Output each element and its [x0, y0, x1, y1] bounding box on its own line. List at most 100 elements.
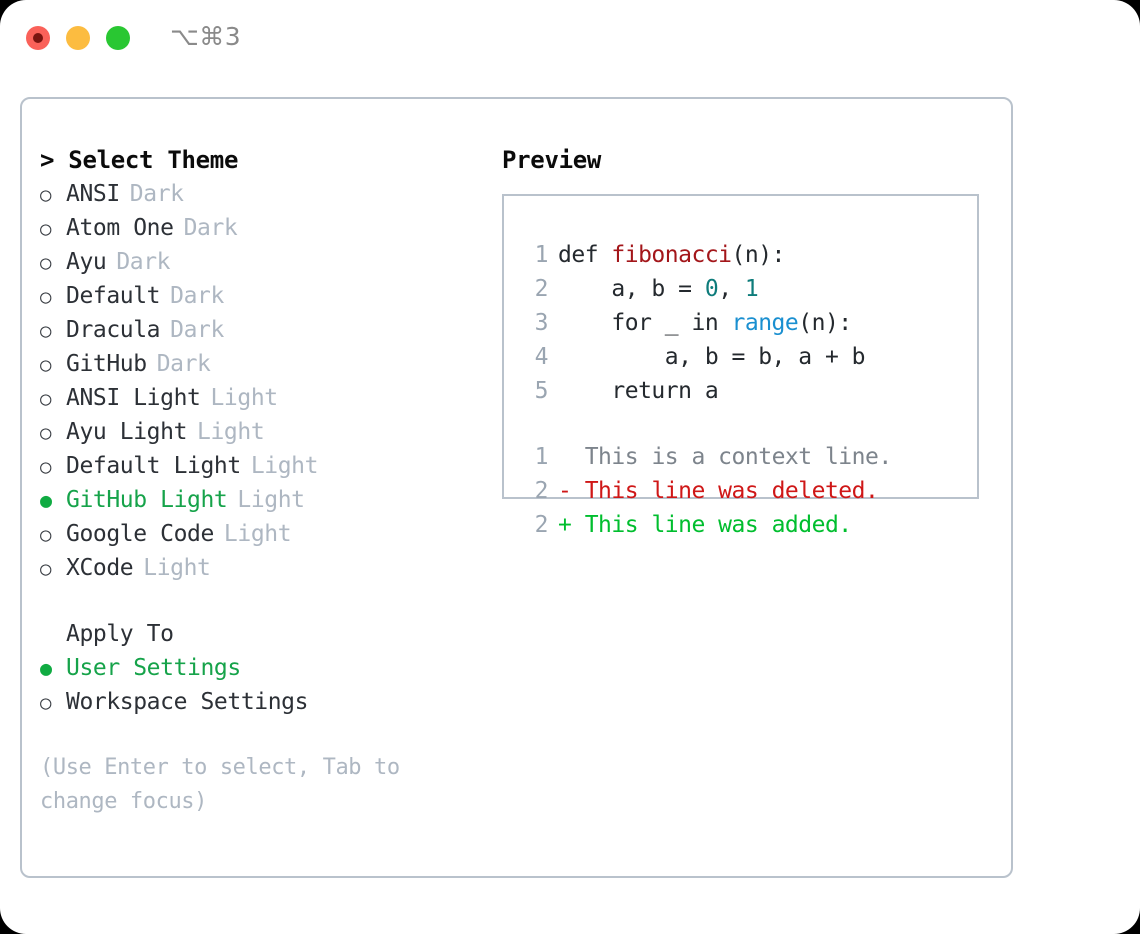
section-spacer: [40, 585, 480, 617]
radio-unselected-icon: ○: [40, 184, 52, 206]
theme-option-name: Dracula: [66, 317, 161, 343]
theme-option-name: Ayu Light: [66, 419, 188, 445]
radio-unselected-icon: ○: [40, 558, 52, 580]
theme-option-github-light[interactable]: ● GitHub Light Light: [40, 483, 480, 517]
code-token-plain: ,: [718, 276, 745, 302]
radio-unselected-icon: ○: [40, 252, 52, 274]
code-token-num: 0: [704, 276, 719, 302]
radio-unselected-icon: ○: [40, 218, 52, 240]
theme-option-name: Google Code: [66, 521, 214, 547]
theme-option-ansi[interactable]: ○ ANSI Dark: [40, 177, 480, 211]
radio-unselected-icon: ○: [40, 320, 52, 342]
code-token-call: range: [731, 310, 799, 336]
diff-line-number: 2: [534, 478, 549, 504]
code-token-plain: for _ in: [558, 310, 732, 336]
theme-variant-tag: Light: [250, 453, 319, 479]
apply-to-option-name: Workspace Settings: [66, 689, 309, 715]
radio-unselected-icon: ○: [40, 456, 52, 478]
radio-unselected-icon: ○: [40, 286, 52, 308]
theme-option-default[interactable]: ○ Default Dark: [40, 279, 480, 313]
radio-selected-icon: ●: [40, 656, 52, 680]
code-line-number: 2: [534, 276, 549, 302]
theme-option-name: ANSI: [66, 181, 120, 207]
theme-option-github[interactable]: ○ GitHub Dark: [40, 347, 480, 381]
code-line-number: 5: [534, 378, 549, 404]
code-line-number: 1: [534, 242, 549, 268]
minimize-window-button[interactable]: [66, 26, 90, 50]
theme-option-name: GitHub: [66, 351, 147, 377]
theme-variant-tag: Light: [197, 419, 265, 445]
radio-unselected-icon: ○: [40, 422, 52, 444]
theme-variant-tag: Light: [223, 521, 292, 547]
apply-to-label: Apply To: [66, 621, 174, 647]
code-line: 2 a, b = 0, 1: [518, 272, 971, 306]
theme-variant-tag: Light: [237, 487, 305, 513]
theme-variant-tag: Dark: [129, 181, 184, 207]
theme-variant-tag: Dark: [156, 351, 211, 377]
close-window-button[interactable]: [26, 26, 50, 50]
theme-option-name: ANSI Light: [66, 385, 201, 411]
code-token-plain: def: [558, 242, 612, 268]
apply-to-option-workspace-settings[interactable]: ○ Workspace Settings: [40, 685, 480, 719]
radio-unselected-icon: ○: [40, 692, 52, 714]
apply-to-options[interactable]: ● User Settings ○ Workspace Settings: [40, 651, 480, 719]
theme-option-ayu-light[interactable]: ○ Ayu Light Light: [40, 415, 480, 449]
code-line-number: 3: [534, 310, 549, 336]
theme-variant-tag: Dark: [170, 317, 224, 343]
theme-variant-tag: Light: [143, 555, 211, 581]
apply-to-option-name: User Settings: [66, 655, 241, 681]
radio-selected-icon: ●: [40, 488, 52, 512]
diff-marker: [558, 440, 585, 474]
code-line: 3 for _ in range(n):: [518, 306, 971, 340]
theme-option-default-light[interactable]: ○ Default Light Light: [40, 449, 480, 483]
preview-heading: Preview: [502, 146, 602, 174]
theme-option-name: GitHub Light: [66, 487, 228, 513]
radio-unselected-icon: ○: [40, 354, 52, 376]
keyboard-hint-text: (Use Enter to select, Tab to change focu…: [40, 755, 400, 814]
title-bar: ⌥⌘3: [0, 0, 1140, 78]
theme-option-ayu[interactable]: ○ Ayu Dark: [40, 245, 480, 279]
select-theme-heading: > Select Theme: [40, 146, 239, 174]
diff-line-number: 2: [534, 512, 549, 538]
diff-line-context: 1 This is a context line.: [518, 440, 971, 474]
apply-to-bullet-placeholder: ○: [40, 618, 66, 652]
theme-option-name: Default Light: [66, 453, 241, 479]
diff-marker: -: [558, 478, 585, 504]
apply-to-heading: ○ Apply To: [40, 617, 480, 651]
theme-option-ansi-light[interactable]: ○ ANSI Light Light: [40, 381, 480, 415]
code-token-plain: return a: [558, 378, 719, 404]
theme-variant-tag: Dark: [116, 249, 171, 275]
apply-to-option-user-settings[interactable]: ● User Settings: [40, 651, 480, 685]
code-line: 1 def fibonacci(n):: [518, 238, 971, 272]
code-diff-separator: [518, 408, 971, 440]
diff-marker: +: [558, 512, 585, 538]
theme-variant-tag: Dark: [183, 215, 238, 241]
diff-line-added: 2+ This line was added.: [518, 508, 971, 542]
theme-option-name: Ayu: [66, 249, 107, 275]
keyboard-shortcut-label: ⌥⌘3: [170, 22, 242, 51]
code-token-plain: (n):: [798, 310, 852, 336]
theme-option-dracula[interactable]: ○ Dracula Dark: [40, 313, 480, 347]
theme-option-name: Default: [66, 283, 161, 309]
radio-unselected-icon: ○: [40, 524, 52, 546]
diff-line-text: This line was deleted.: [584, 478, 879, 504]
code-token-plain: (n):: [731, 242, 786, 268]
theme-variant-tag: Light: [210, 385, 278, 411]
maximize-window-button[interactable]: [106, 26, 130, 50]
code-token-plain: a, b =: [558, 276, 705, 302]
theme-variant-tag: Dark: [170, 283, 224, 309]
radio-unselected-icon: ○: [40, 388, 52, 410]
code-line: 4 a, b = b, a + b: [518, 340, 971, 374]
theme-option-google-code[interactable]: ○ Google Code Light: [40, 517, 480, 551]
code-token-fn: fibonacci: [611, 242, 732, 268]
diff-line-number: 1: [534, 444, 549, 470]
